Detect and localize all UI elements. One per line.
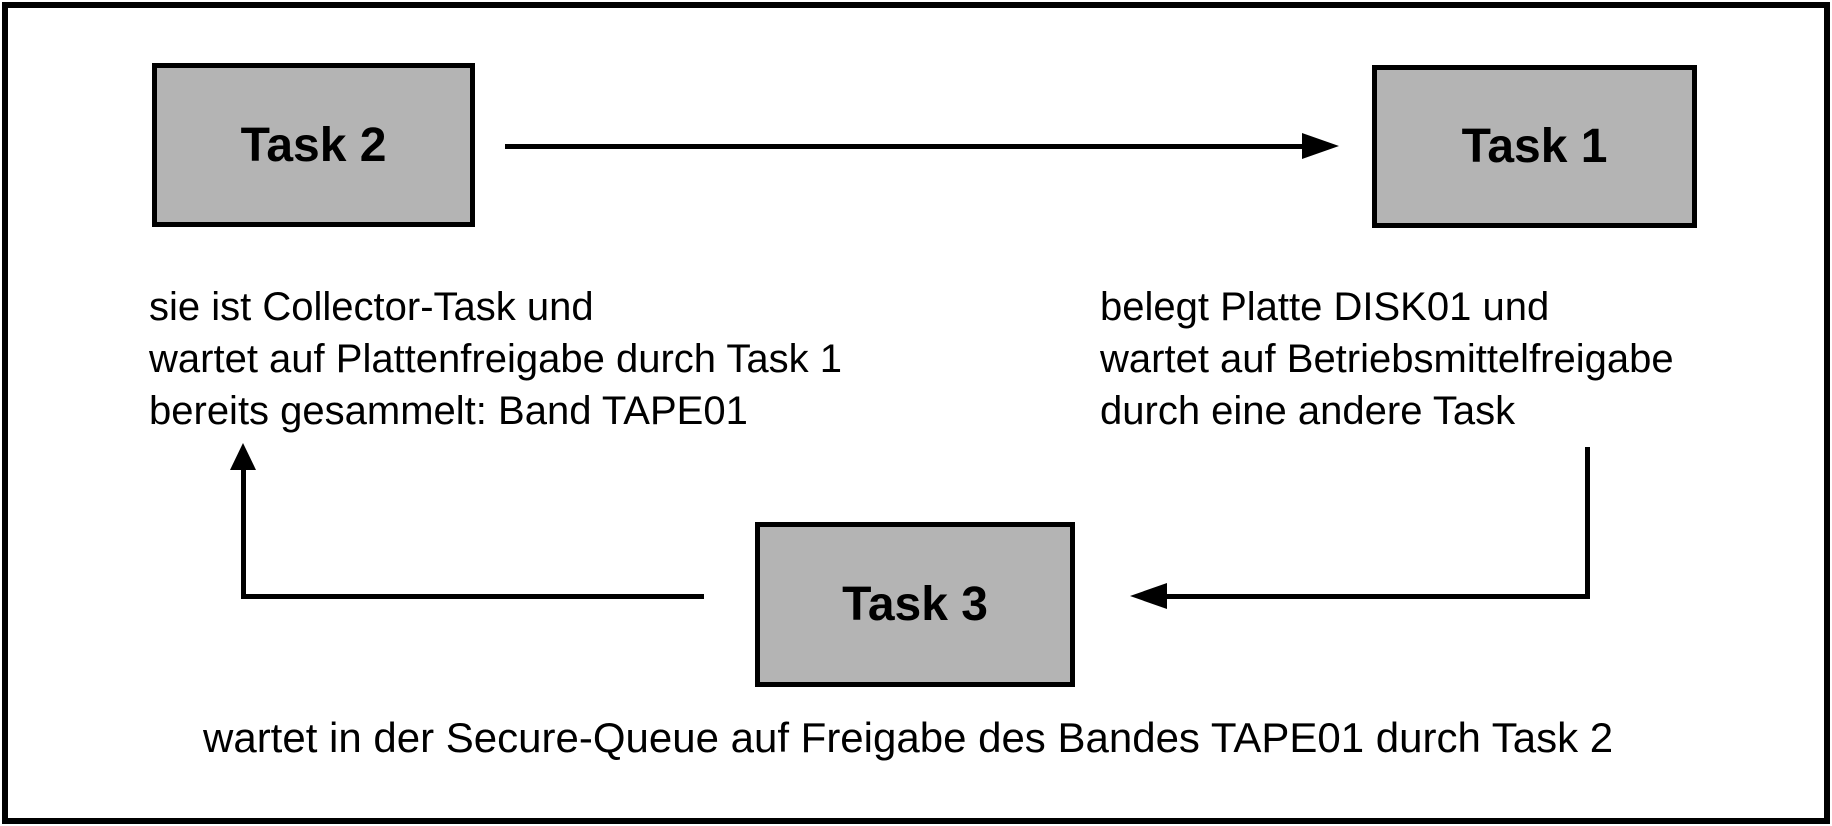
task2-node: Task 2 bbox=[152, 63, 475, 227]
connector-task3-left-segment bbox=[241, 594, 704, 599]
connector-task1-down-segment bbox=[1585, 447, 1590, 599]
task1-note: belegt Platte DISK01 und wartet auf Betr… bbox=[1100, 281, 1674, 437]
task2-note-line2: wartet auf Plattenfreigabe durch Task 1 bbox=[149, 337, 843, 381]
arrowhead-left-icon bbox=[1130, 583, 1167, 609]
task1-note-line2: wartet auf Betriebsmittelfreigabe bbox=[1100, 337, 1674, 381]
task2-note: sie ist Collector-Task und wartet auf Pl… bbox=[149, 281, 842, 437]
task1-label: Task 1 bbox=[1461, 120, 1608, 173]
arrowhead-up-icon bbox=[230, 443, 256, 470]
task3-node: Task 3 bbox=[755, 522, 1075, 687]
connector-task3-to-task2 bbox=[241, 468, 246, 599]
task1-note-line1: belegt Platte DISK01 und bbox=[1100, 285, 1550, 329]
task2-note-line3: bereits gesammelt: Band TAPE01 bbox=[149, 389, 748, 433]
task3-label: Task 3 bbox=[842, 578, 988, 631]
arrowhead-right-icon bbox=[1302, 133, 1339, 159]
task2-label: Task 2 bbox=[240, 118, 387, 172]
task1-note-line3: durch eine andere Task bbox=[1100, 389, 1516, 433]
connector-task1-to-task3 bbox=[1166, 594, 1590, 599]
connector-task2-to-task1 bbox=[505, 144, 1305, 149]
task1-node: Task 1 bbox=[1372, 65, 1697, 228]
task2-note-line1: sie ist Collector-Task und bbox=[149, 285, 594, 329]
task3-caption: wartet in der Secure-Queue auf Freigabe … bbox=[203, 714, 1614, 761]
